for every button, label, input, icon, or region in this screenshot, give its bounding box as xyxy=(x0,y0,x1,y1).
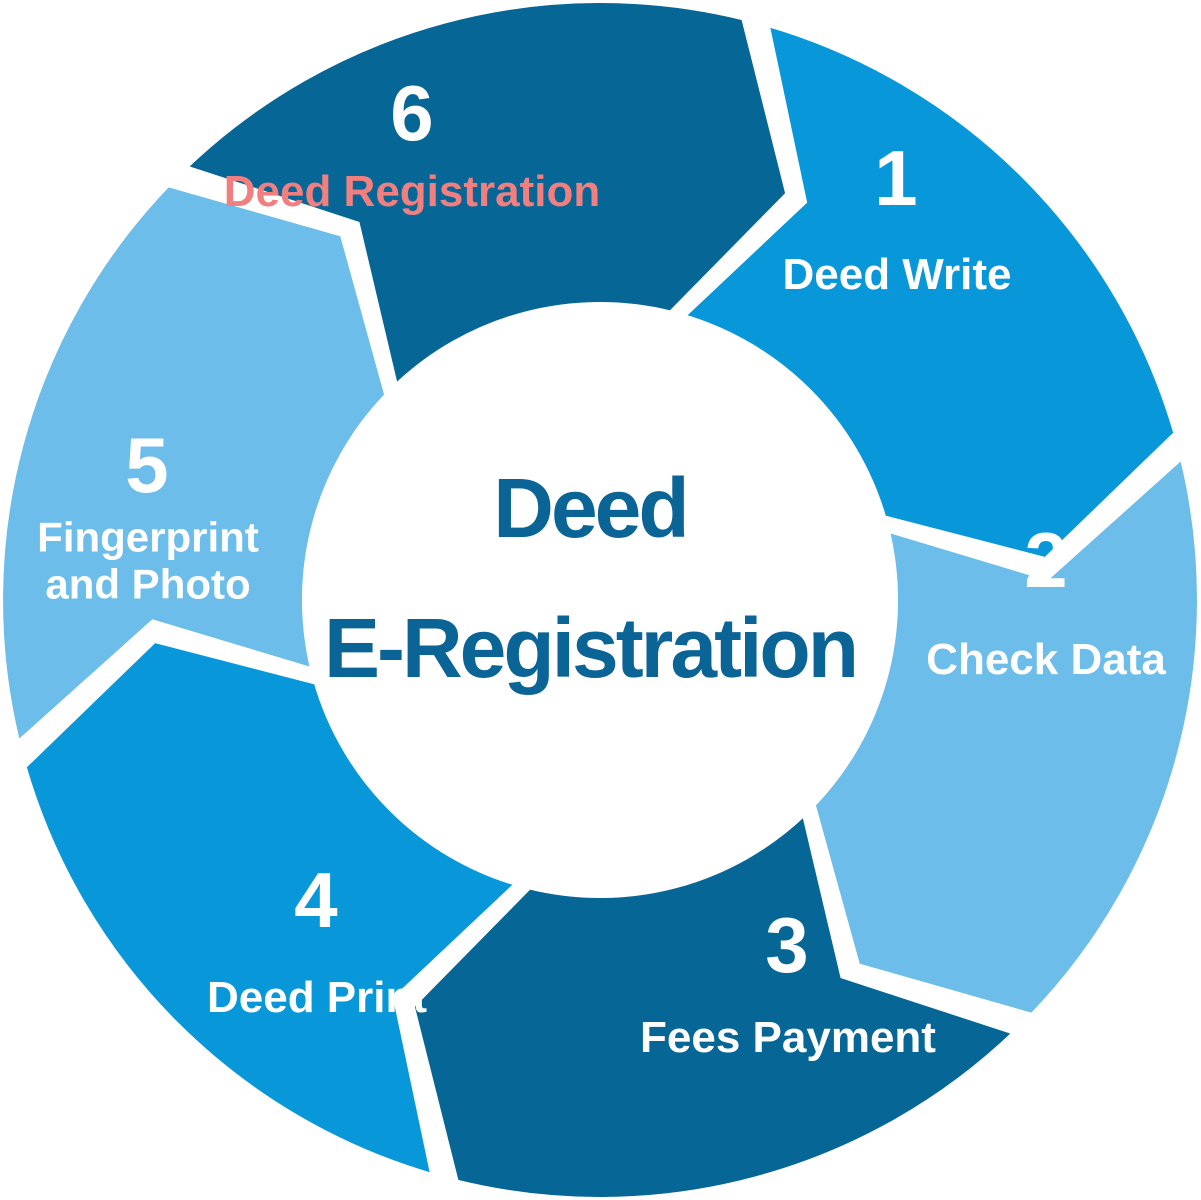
step-5-title: Fingerprint and Photo xyxy=(37,514,259,609)
center-circle xyxy=(304,304,896,896)
step-1-number: 1 xyxy=(874,134,918,222)
step-5-title-line2: and Photo xyxy=(45,561,251,608)
step-4-title: Deed Print xyxy=(206,973,428,1022)
step-3-title: Fees Payment xyxy=(640,1013,936,1062)
step-6-title: Deed Registration xyxy=(223,167,601,216)
step-3-number: 3 xyxy=(765,901,809,989)
center-title-line2: E-Registration xyxy=(323,601,859,695)
step-1-title: Deed Write xyxy=(782,250,1012,299)
step-2-title: Check Data xyxy=(926,635,1166,684)
step-5-title-line1: Fingerprint xyxy=(37,513,259,561)
step-6-number: 6 xyxy=(390,69,434,157)
step-5-number: 5 xyxy=(125,421,169,509)
center-title-line1: Deed xyxy=(493,461,689,555)
step-4-number: 4 xyxy=(294,856,338,944)
step-2-number: 2 xyxy=(1024,516,1068,604)
